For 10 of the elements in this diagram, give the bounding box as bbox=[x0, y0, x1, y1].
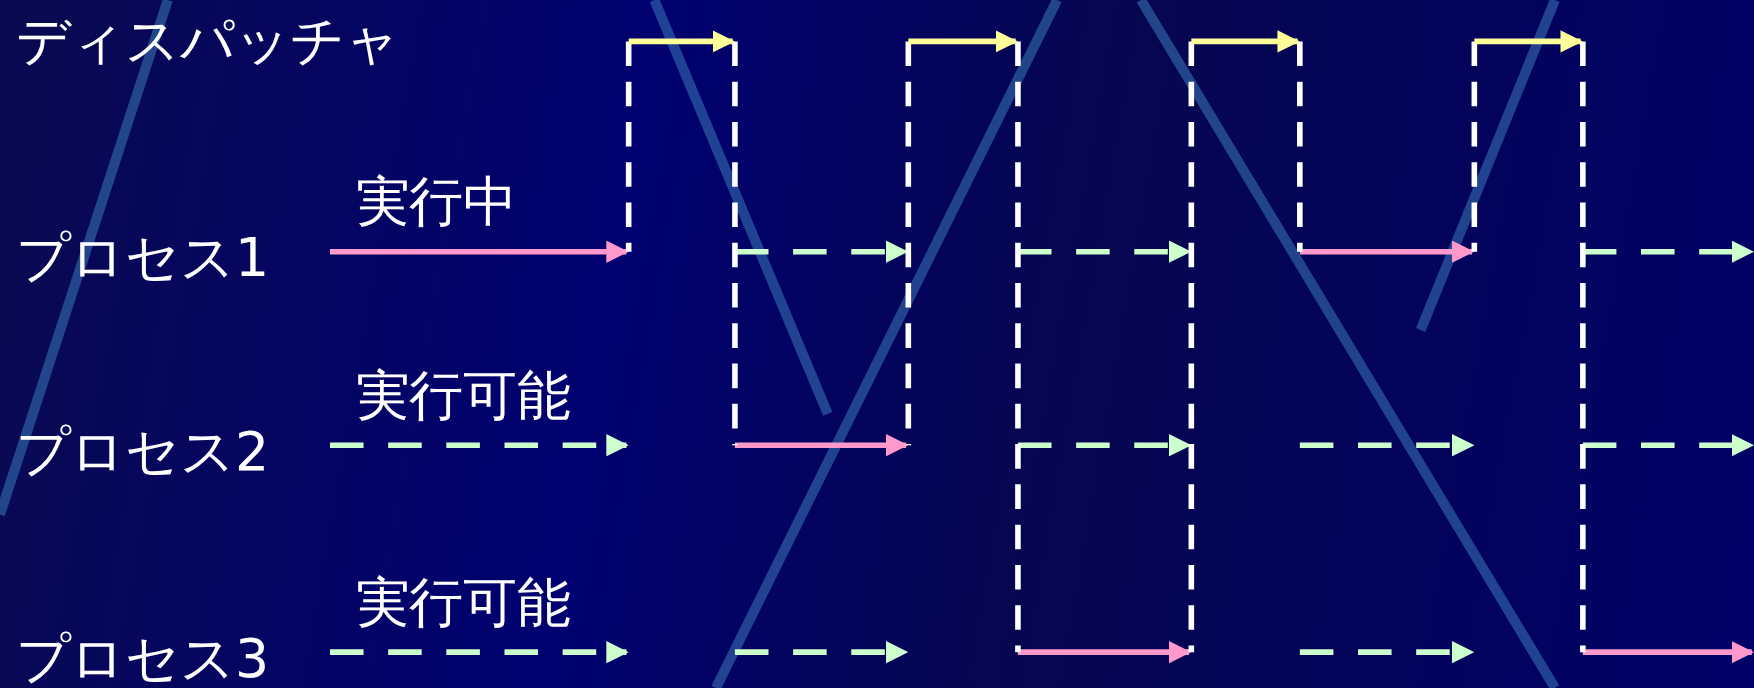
timeline-arrow bbox=[330, 640, 629, 664]
process-label: プロセス3 bbox=[15, 626, 270, 688]
dispatcher-label: ディスパッチャ bbox=[15, 8, 400, 72]
state-label: 実行可能 bbox=[355, 363, 571, 427]
state-label: 実行中 bbox=[355, 170, 517, 233]
process-label: プロセス1 bbox=[15, 225, 270, 289]
process-label: プロセス2 bbox=[15, 419, 270, 483]
state-label: 実行可能 bbox=[355, 570, 571, 634]
timeline-arrow bbox=[330, 434, 629, 457]
timeline-arrow bbox=[330, 240, 629, 263]
